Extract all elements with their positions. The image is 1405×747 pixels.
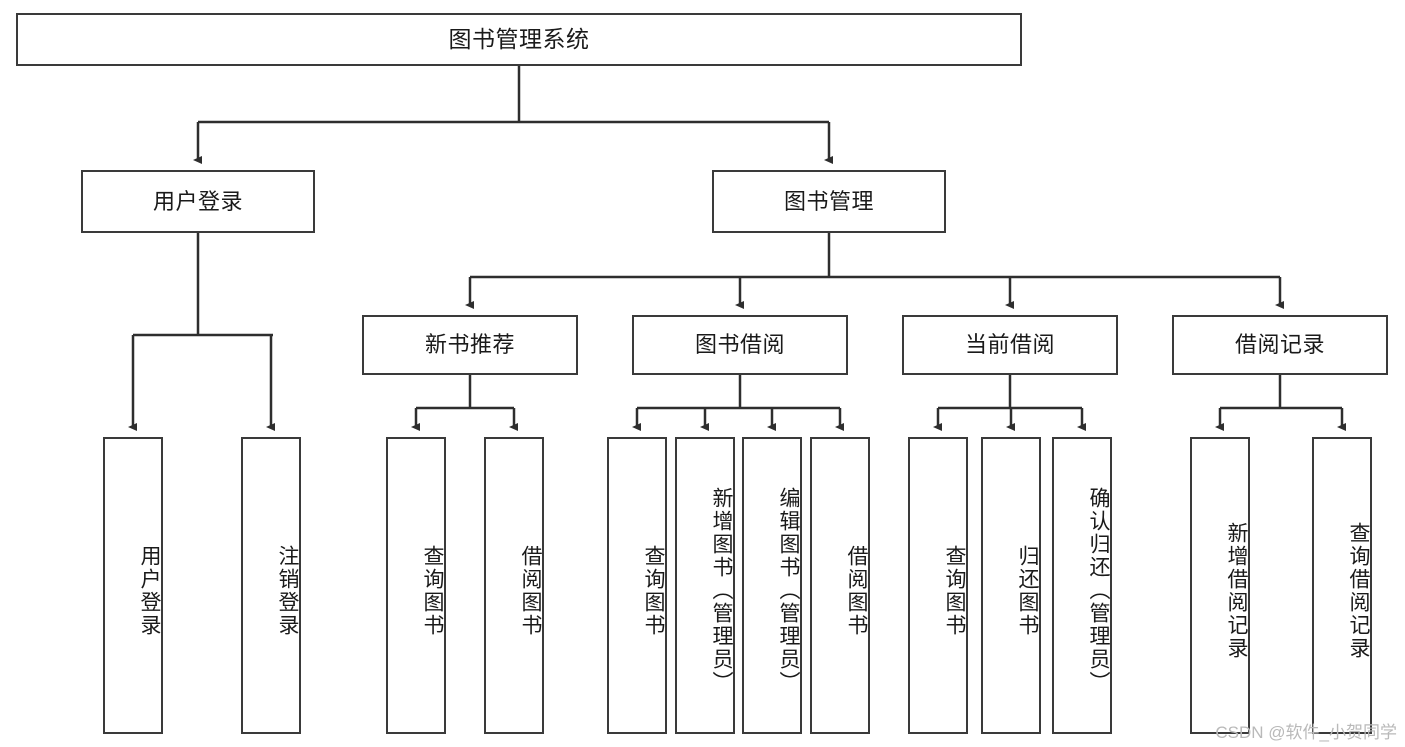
leaf-borrow-book[interactable]: 借阅图书 [810, 437, 870, 734]
leaf-query-borrow-record[interactable]: 查询借阅记录 [1312, 437, 1372, 734]
node-book-management[interactable]: 图书管理 [712, 170, 946, 233]
node-label: 图书管理系统 [448, 25, 590, 52]
node-label: 新增图书（管理员） [710, 487, 733, 694]
node-label: 借阅图书 [519, 544, 542, 637]
leaf-confirm-return-admin[interactable]: 确认归还（管理员） [1052, 437, 1112, 734]
leaf-user-logout[interactable]: 注销登录 [241, 437, 301, 734]
leaf-add-book-admin[interactable]: 新增图书（管理员） [675, 437, 735, 734]
node-label: 借阅记录 [1234, 332, 1325, 358]
node-user-login[interactable]: 用户登录 [81, 170, 315, 233]
node-book-borrow[interactable]: 图书借阅 [632, 315, 848, 375]
node-label: 查询图书 [642, 544, 665, 637]
leaf-add-borrow-record[interactable]: 新增借阅记录 [1190, 437, 1250, 734]
node-label: 确认归还（管理员） [1087, 487, 1110, 694]
leaf-query-book-borrow[interactable]: 查询图书 [607, 437, 667, 734]
node-label: 用户登录 [152, 188, 243, 214]
node-label: 新书推荐 [424, 332, 515, 358]
node-label: 用户登录 [138, 544, 161, 637]
node-label: 查询图书 [943, 544, 966, 637]
node-label: 当前借阅 [964, 332, 1055, 358]
node-label: 图书管理 [783, 188, 874, 214]
node-label: 新增借阅记录 [1225, 521, 1248, 660]
node-current-borrow[interactable]: 当前借阅 [902, 315, 1118, 375]
leaf-edit-book-admin[interactable]: 编辑图书（管理员） [742, 437, 802, 734]
node-label: 图书借阅 [694, 332, 785, 358]
node-new-book-recommend[interactable]: 新书推荐 [362, 315, 578, 375]
node-label: 注销登录 [276, 544, 299, 637]
leaf-borrow-book-recommend[interactable]: 借阅图书 [484, 437, 544, 734]
leaf-return-book[interactable]: 归还图书 [981, 437, 1041, 734]
node-label: 借阅图书 [845, 544, 868, 637]
node-label: 查询借阅记录 [1347, 521, 1370, 660]
leaf-query-book-current[interactable]: 查询图书 [908, 437, 968, 734]
leaf-user-login[interactable]: 用户登录 [103, 437, 163, 734]
leaf-query-book-recommend[interactable]: 查询图书 [386, 437, 446, 734]
node-label: 归还图书 [1016, 544, 1039, 637]
node-label: 查询图书 [421, 544, 444, 637]
node-label: 编辑图书（管理员） [777, 487, 800, 694]
node-borrow-record[interactable]: 借阅记录 [1172, 315, 1388, 375]
node-root-system[interactable]: 图书管理系统 [16, 13, 1022, 66]
watermark-text: CSDN @软件_小贺同学 [1215, 723, 1397, 742]
